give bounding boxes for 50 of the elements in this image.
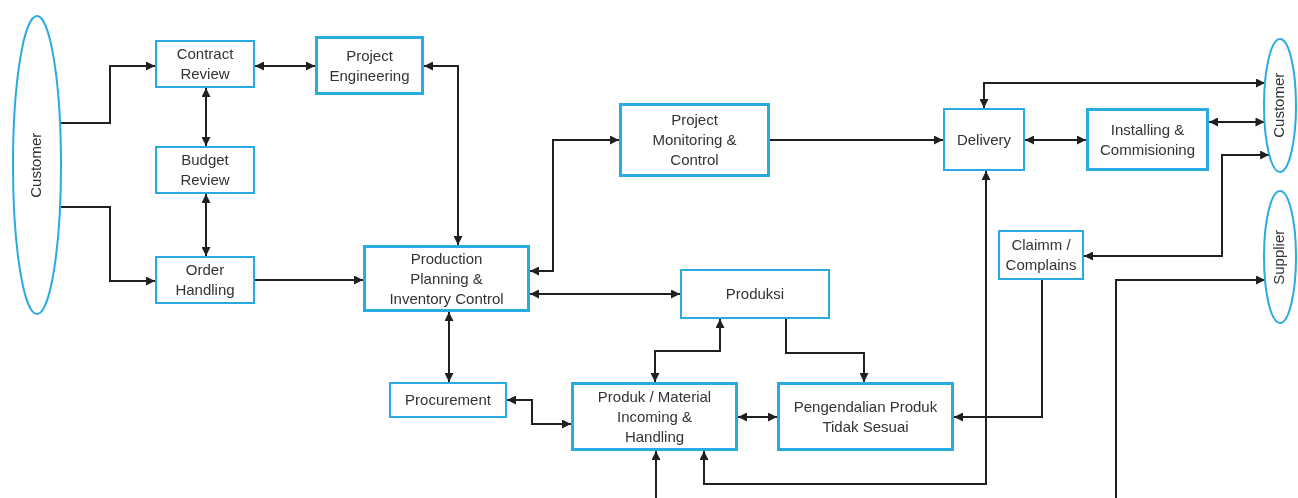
- process-label: Delivery: [956, 129, 1012, 150]
- process-box: [315, 36, 424, 95]
- connector-arrow: [529, 135, 620, 276]
- process-box: [943, 108, 1025, 171]
- process-label: Project Engineering: [328, 45, 411, 86]
- connector-arrow: [529, 289, 681, 299]
- connector-arrow: [699, 170, 991, 485]
- connector-arrow: [254, 275, 364, 285]
- actor-label: Supplier: [1269, 229, 1289, 285]
- process-box: [571, 382, 738, 451]
- connector-arrow: [1024, 135, 1087, 145]
- connector-arrow: [1115, 275, 1266, 498]
- process-label: Claimm / Complains: [1004, 235, 1078, 275]
- process-box: [363, 245, 530, 312]
- connector-arrow: [650, 318, 725, 383]
- connector-arrow: [651, 450, 661, 498]
- connector-arrow: [737, 412, 778, 422]
- process-box: [619, 103, 770, 177]
- process-label: Order Handling: [174, 260, 236, 300]
- process-label: Produksi: [725, 284, 785, 304]
- process-box: [777, 382, 954, 451]
- connector-arrow: [769, 135, 944, 145]
- connector-arrow: [59, 61, 156, 124]
- connector-arrow: [785, 318, 869, 383]
- process-label: Budget Review: [179, 150, 231, 190]
- connector-arrow: [444, 311, 454, 383]
- actor-label: Customer: [1269, 73, 1289, 138]
- connector-arrow: [201, 87, 211, 147]
- actor-label: Customer: [26, 132, 46, 198]
- connector-arrow: [423, 61, 463, 246]
- process-box: [155, 256, 255, 304]
- process-label: Produk / Material Incoming & Handling: [596, 386, 713, 447]
- connector-arrow: [979, 78, 1266, 109]
- process-label: Project Monitoring & Control: [651, 110, 738, 170]
- process-label: Pengendalian Produk Tidak Sesuai: [792, 396, 939, 437]
- connector-arrow: [953, 279, 1043, 422]
- process-box: [680, 269, 830, 319]
- connector-arrow: [59, 206, 156, 286]
- process-label: Procurement: [405, 390, 491, 410]
- process-box: [389, 382, 507, 418]
- process-label: Contract Review: [175, 44, 235, 84]
- process-box: [155, 40, 255, 88]
- process-label: Installing & Commisioning: [1098, 119, 1196, 160]
- process-box: [998, 230, 1084, 280]
- connector-arrow: [506, 395, 572, 429]
- connector-arrow: [254, 61, 316, 71]
- process-label: Production Planning & Inventory Control: [388, 248, 505, 309]
- process-box: [1086, 108, 1209, 171]
- connector-arrow: [201, 193, 211, 257]
- process-box: [155, 146, 255, 194]
